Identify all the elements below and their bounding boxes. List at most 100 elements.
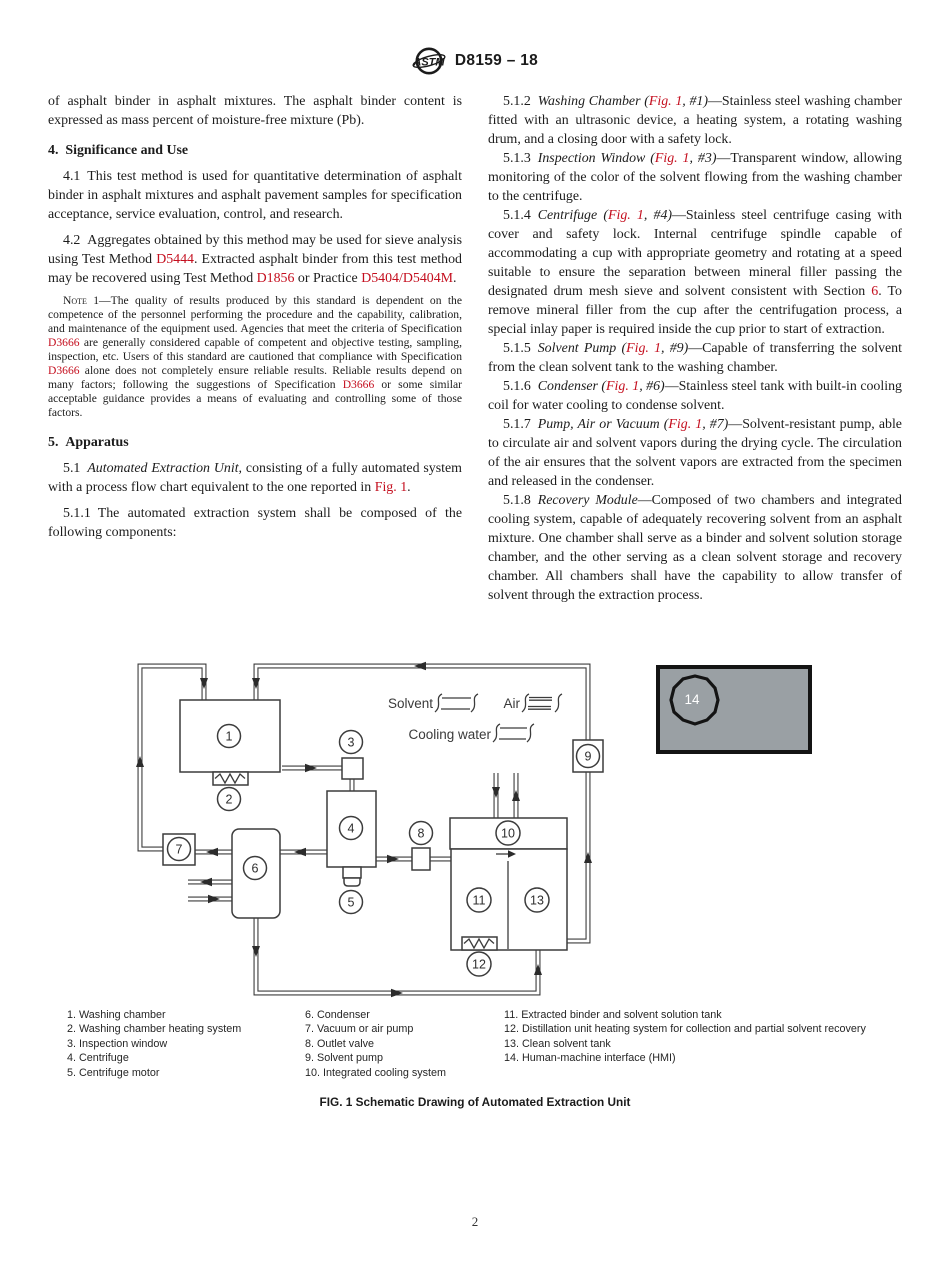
air-pipe-symbol (521, 693, 563, 713)
svg-text:10: 10 (501, 827, 515, 841)
reference-link[interactable]: Fig. 1 (654, 151, 690, 166)
text-column-left: of asphalt binder in asphalt mixtures. T… (48, 92, 462, 542)
legend-item: 11. Extracted binder and solvent solutio… (504, 1009, 722, 1021)
reference-link[interactable]: Fig. 1 (626, 341, 662, 356)
paragraph: 5.1 Automated Extraction Unit, consistin… (48, 459, 462, 497)
text-segment: 4. Significance and Use (48, 143, 189, 158)
svg-text:6: 6 (252, 862, 259, 876)
text-segment: Inspection Window ( (537, 151, 655, 166)
svg-text:5: 5 (348, 896, 355, 910)
flow-arrows (136, 661, 592, 998)
text-segment: —Transparent window, allowing monitoring… (488, 151, 902, 204)
legend-item: 12. Distillation unit heating system for… (504, 1023, 866, 1036)
hmi-panel: 14 (656, 665, 812, 754)
component-list-col3: 11. Extracted binder and solvent solutio… (504, 1008, 866, 1066)
astm-logo: ASTM (412, 47, 446, 75)
svg-text:2: 2 (226, 793, 233, 807)
reference-link[interactable]: 6 (871, 284, 879, 299)
reference-link[interactable]: D3666 (48, 364, 80, 377)
text-segment: 5.1.1 The automated extraction system sh… (48, 506, 462, 540)
text-segment: . (453, 271, 457, 286)
component-numbers: 1 2 3 4 5 6 7 8 9 10 11 12 13 (166, 723, 601, 977)
text-segment: 5.1.8 (503, 493, 538, 508)
inspection-window-box (341, 757, 364, 780)
text-segment: or some similar acceptable guidance prov… (48, 378, 462, 419)
text-segment: 5.1.5 (503, 341, 538, 356)
paragraph: 5.1.3 Inspection Window (Fig. 1, #3)—Tra… (488, 149, 902, 206)
paragraph: 5.1.2 Washing Chamber (Fig. 1, #1)—Stain… (488, 92, 902, 149)
text-segment: . To remove mineral filler from the cup … (488, 284, 902, 337)
reference-link[interactable]: Fig. 1 (606, 379, 640, 394)
text-column-right: 5.1.2 Washing Chamber (Fig. 1, #1)—Stain… (488, 92, 902, 605)
reference-link[interactable]: Fig. 1 (668, 417, 703, 432)
paragraph: 5.1.8 Recovery Module—Composed of two ch… (488, 491, 902, 605)
text-segment: . (407, 480, 411, 495)
text-segment: 5. Apparatus (48, 435, 129, 450)
section-heading: 5. Apparatus (48, 433, 462, 452)
paragraph: 5.1.5 Solvent Pump (Fig. 1, #9)—Capable … (488, 339, 902, 377)
paragraph: of asphalt binder in asphalt mixtures. T… (48, 92, 462, 130)
fig1-schematic: 1 2 3 4 5 6 7 8 9 10 11 12 13 Solvent Ai… (136, 661, 812, 998)
legend-item: 2. Washing chamber heating system (67, 1023, 242, 1036)
paragraph: 5.1.6 Condenser (Fig. 1, #6)—Stainless s… (488, 377, 902, 415)
paragraph: 5.1.1 The automated extraction system sh… (48, 504, 462, 542)
distillation-heater (461, 936, 498, 951)
text-segment: —Stainless steel washing chamber fitted … (488, 94, 902, 147)
figure-caption: FIG. 1 Schematic Drawing of Automated Ex… (319, 1095, 631, 1109)
svg-text:4: 4 (348, 822, 355, 836)
text-segment: , #4) (643, 208, 673, 223)
reference-link[interactable]: D5444 (156, 252, 195, 267)
reference-link[interactable]: D3666 (48, 336, 80, 349)
svg-text:13: 13 (530, 894, 544, 908)
reference-link[interactable]: Fig. 1 (648, 94, 683, 109)
note-paragraph: Note 1—The quality of results produced b… (48, 294, 462, 420)
text-segment: —Capable of transferring the solvent fro… (488, 341, 902, 375)
reference-link[interactable]: Fig. 1 (607, 208, 644, 223)
reference-link[interactable]: Fig. 1 (374, 480, 408, 495)
text-segment: Solvent Pump ( (537, 341, 627, 356)
cooling-water-pipe-symbol (492, 723, 535, 743)
legend-item: 8. Outlet valve (305, 1037, 375, 1050)
text-segment: Recovery Module (537, 493, 638, 508)
text-segment: 5.1.2 (503, 94, 538, 109)
text-segment: 5.1 (63, 461, 88, 476)
text-segment: Pump, Air or Vacuum ( (537, 417, 669, 432)
page-number: 2 (471, 1214, 479, 1229)
text-segment: Centrifuge ( (537, 208, 608, 223)
svg-text:11: 11 (473, 894, 486, 908)
text-segment: 5.1.3 (503, 151, 538, 166)
legend-item: 14. Human-machine interface (HMI) (504, 1052, 676, 1065)
text-segment: —Stainless steel tank with built-in cool… (488, 379, 902, 413)
text-segment: 5.1.7 (503, 417, 538, 432)
text-segment: Washing Chamber ( (537, 94, 649, 109)
text-segment: , #1) (682, 94, 708, 109)
paragraph: 4.2 Aggregates obtained by this method m… (48, 231, 462, 288)
svg-text:12: 12 (472, 958, 486, 972)
paragraph: 5.1.4 Centrifuge (Fig. 1, #4)—Stainless … (488, 206, 902, 339)
legend-item: 5. Centrifuge motor (67, 1066, 160, 1079)
text-segment: 5.1.6 (503, 379, 538, 394)
solvent-pipe-symbol (434, 693, 479, 713)
flow-legend: Solvent Air Cooling water (388, 693, 563, 743)
legend-item: 13. Clean solvent tank (504, 1037, 611, 1050)
reference-link[interactable]: D3666 (342, 378, 375, 391)
reference-link[interactable]: D1856 (256, 271, 295, 286)
cooling-water-label: Cooling water (408, 727, 491, 742)
outlet-valve-box (411, 847, 431, 871)
svg-text:7: 7 (176, 843, 183, 857)
text-segment: , #7) (702, 417, 729, 432)
text-segment: consisting of a fully automated system w… (48, 461, 462, 495)
text-segment: 4.1 This test method is used for quantit… (48, 169, 462, 222)
reference-link[interactable]: D5404/D5404M (361, 271, 454, 286)
page-header: ASTM D8159 – 18 (0, 46, 950, 76)
text-segment: 4.2 Aggregates obtained by this method m… (48, 233, 462, 267)
solvent-label: Solvent (388, 696, 433, 711)
legend-item: 3. Inspection window (67, 1037, 168, 1050)
svg-text:8: 8 (418, 827, 425, 841)
text-segment: , #6) (639, 379, 665, 394)
text-segment: Condenser ( (537, 379, 607, 394)
washing-heater (212, 771, 249, 786)
